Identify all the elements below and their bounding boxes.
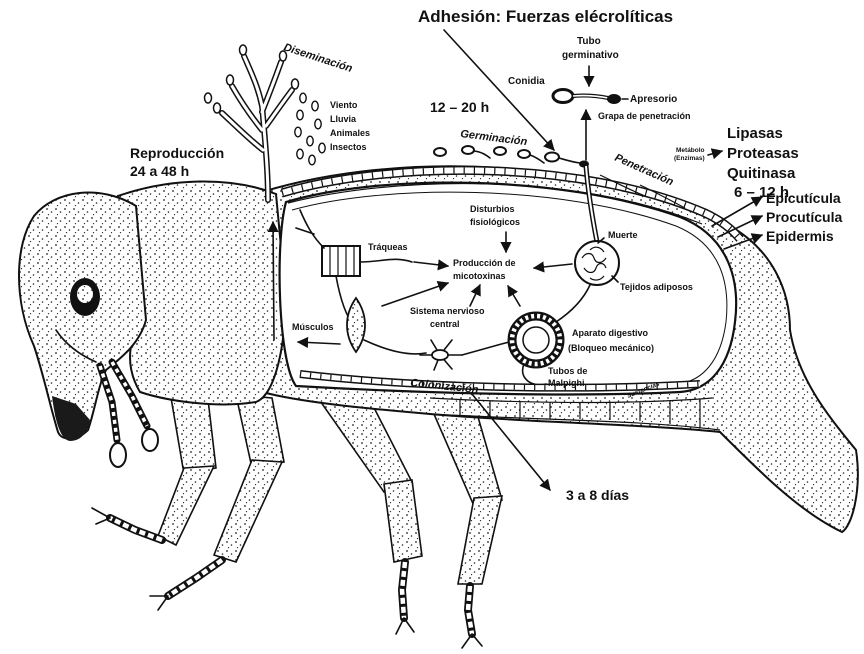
disturbances-label-1: Disturbios: [470, 204, 515, 214]
spore: [518, 150, 530, 158]
death-label: Muerte: [608, 230, 638, 240]
conidium: [315, 119, 321, 129]
legs: [92, 380, 502, 648]
enzyme-label: Lipasas: [727, 125, 783, 142]
conidium: [292, 79, 299, 89]
metabolites-label-2: (Enzimas): [674, 155, 705, 162]
conidium: [300, 93, 306, 103]
conidium: [214, 103, 221, 113]
femur: [430, 405, 502, 506]
conidiophore: [205, 45, 299, 200]
reproduction-label: Reproducción: [130, 145, 224, 161]
germ-tube-label-1: Tubo: [577, 36, 601, 47]
epicuticle-arrow: [712, 197, 762, 226]
colonization-flow-arrow: [273, 222, 274, 340]
conidium: [319, 143, 325, 153]
conidium: [227, 75, 234, 85]
femur: [236, 395, 284, 468]
nervous-system-label-1: Sistema nervioso: [410, 306, 485, 316]
germ-tube: [474, 151, 490, 158]
eye-inner: [77, 285, 93, 303]
eye: [70, 278, 100, 316]
conidium: [205, 93, 212, 103]
dissemination-agent: Viento: [330, 100, 358, 110]
dissemination-agent: Animales: [330, 128, 370, 138]
conidia-label: Conidia: [508, 76, 545, 87]
tibia: [384, 480, 422, 562]
digestive-label-2: (Bloqueo mecánico): [568, 343, 654, 353]
conidium: [297, 149, 303, 159]
germination-time: 12 – 20 h: [430, 99, 489, 115]
conidium: [309, 155, 315, 165]
germ-tube: [530, 155, 544, 163]
leg-hind: [430, 405, 502, 648]
spore: [462, 146, 474, 154]
conidium: [297, 110, 303, 120]
tracheae-label: Tráqueas: [368, 242, 408, 252]
reproduction-time: 24 a 48 h: [130, 163, 189, 179]
tarsus-segments: [168, 560, 222, 596]
dispersed-conidia: [295, 93, 325, 165]
germ-tube-label-2: germinativo: [562, 50, 619, 61]
tibia: [158, 466, 214, 545]
germinating-spores: [434, 146, 589, 168]
appressorium-detail: [607, 94, 621, 104]
dissemination-agent: Lluvia: [330, 114, 357, 124]
conidium: [553, 90, 573, 103]
claw: [396, 618, 414, 634]
colonization-time: 3 a 8 días: [566, 487, 629, 503]
conidium: [307, 136, 313, 146]
malpighi-label-1: Tubos de: [548, 366, 587, 376]
appressorium-label: Apresorio: [630, 94, 677, 105]
dissemination-label: Diseminación: [282, 41, 354, 75]
cuticle-layer-label: Epidermis: [766, 228, 834, 244]
enzyme-arrow: [708, 151, 722, 155]
spore: [545, 153, 559, 162]
spore: [494, 147, 506, 155]
conidium: [240, 45, 247, 55]
fat-body: [575, 241, 619, 285]
conidium: [312, 101, 318, 111]
diagram-title: Adhesión: Fuerzas elécrolíticas: [418, 7, 673, 26]
leg-middle: [318, 396, 422, 634]
muscles-label: Músculos: [292, 322, 334, 332]
malpighi-label-2: Malpighi: [548, 378, 585, 388]
antenna-club-right: [142, 429, 158, 451]
tibia: [214, 460, 282, 562]
insect-body: [19, 166, 858, 532]
cuticle-layer-label: Epicutícula: [766, 190, 841, 206]
enzyme-label: Proteasas: [727, 145, 799, 162]
disturbances-label-2: fisiológicos: [470, 217, 520, 227]
penetration-peg-label: Grapa de penetración: [598, 111, 691, 121]
cuticle-layer-label: Procutícula: [766, 209, 842, 225]
metabolites-label-1: Metábolo: [676, 147, 705, 154]
conidium-detail: [553, 66, 628, 104]
digestive-label-1: Aparato digestivo: [572, 328, 649, 338]
mycotoxins-label-2: micotoxinas: [453, 271, 506, 281]
ganglion: [432, 350, 448, 360]
tibia: [458, 496, 502, 584]
germ-tube: [559, 158, 580, 163]
dissemination-agent: Insectos: [330, 142, 367, 152]
mycotoxins-label-1: Producción de: [453, 258, 516, 268]
spore: [434, 148, 446, 156]
fat-bodies-label: Tejidos adiposos: [620, 282, 693, 292]
conidium: [295, 127, 301, 137]
antenna-club-left: [110, 443, 126, 467]
enzyme-label: Quitinasa: [727, 165, 796, 182]
nervous-system-label-2: central: [430, 319, 460, 329]
claw: [92, 508, 110, 524]
digestive-lumen: [523, 327, 549, 353]
